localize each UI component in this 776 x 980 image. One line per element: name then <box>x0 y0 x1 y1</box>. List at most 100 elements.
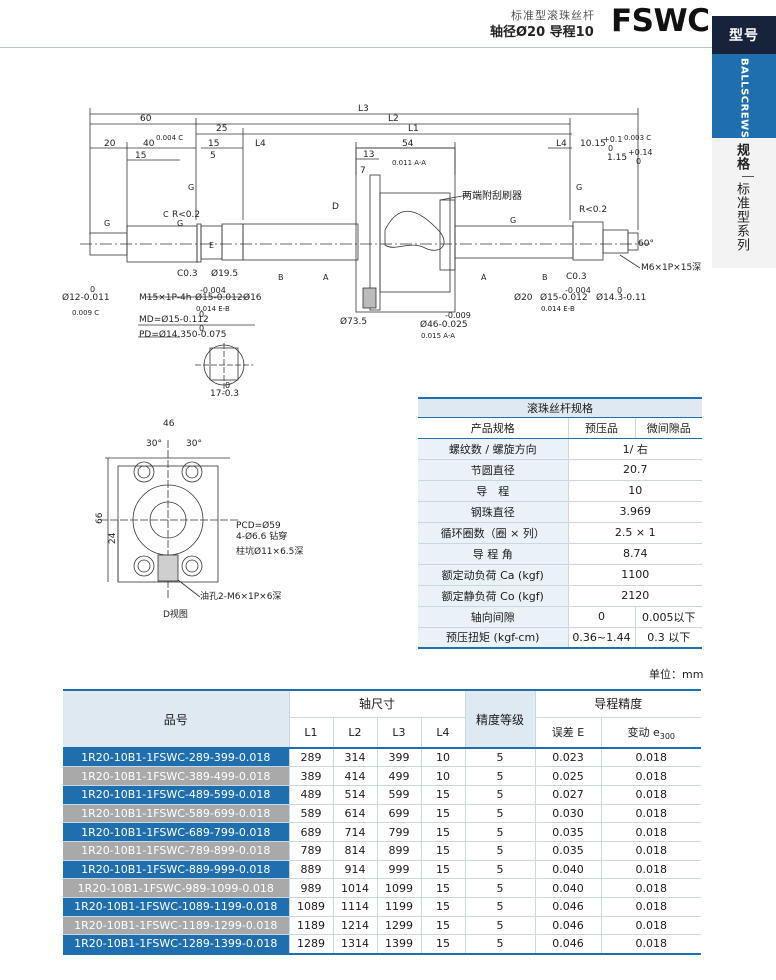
cell-l4: 15 <box>420 916 465 936</box>
cell-e: 0.046 <box>534 916 601 936</box>
spec-header-clearance: 微间隙品 <box>634 417 702 439</box>
cell-e: 0.025 <box>534 766 601 786</box>
cell-g: 5 <box>464 766 535 786</box>
dim-7: 7 <box>360 166 366 176</box>
cell-l3: 999 <box>376 860 421 880</box>
cell-l2: 514 <box>332 785 377 805</box>
cell-l1: 1289 <box>288 934 333 955</box>
dim-13: 13 <box>363 150 374 160</box>
cell-l4: 15 <box>420 841 465 861</box>
dim-pd: PD=Ø14.350-0.075 <box>139 329 227 340</box>
cell-g: 5 <box>464 934 535 955</box>
col-error: 误差 E <box>534 717 601 749</box>
dim-1-15: 1.15 <box>607 153 627 163</box>
spec-value: 20.7 <box>567 459 702 481</box>
spec-value-clearance: 0.005以下 <box>634 606 702 628</box>
col-variation-sub: 300 <box>659 731 676 741</box>
col-variation-label: 变动 e <box>627 725 660 739</box>
dim-L3: L3 <box>358 104 369 114</box>
g-mark-c: G <box>188 183 194 192</box>
sidebar-tab-model[interactable]: 型号 <box>712 16 776 54</box>
g-mark-e: G <box>576 183 582 192</box>
spec-header-preload: 预压品 <box>567 417 635 439</box>
spec-value: 1/ 右 <box>567 438 702 460</box>
fc-left: 0.004 C <box>156 134 183 142</box>
dim-L1: L1 <box>408 124 419 134</box>
dim-15b-tol: -0.004 <box>565 286 591 295</box>
fc-right-journal: 0.014 E-B <box>541 305 575 313</box>
spec-value-preload: 0 <box>567 606 635 628</box>
ballscrew-drawing: L3 60 L2 25 L1 20 40 15 15 5 L4 L4 13 54… <box>62 104 701 620</box>
col-part-number: 品号 <box>63 689 289 749</box>
dim-16: Ø16 <box>243 292 262 303</box>
cell-l2: 414 <box>332 766 377 786</box>
col-L3: L3 <box>376 717 421 749</box>
cell-l3: 1099 <box>376 878 421 898</box>
cell-e: 0.035 <box>534 822 601 842</box>
cell-l1: 489 <box>288 785 333 805</box>
cell-l2: 914 <box>332 860 377 880</box>
cell-g: 5 <box>464 860 535 880</box>
cell-v: 0.018 <box>600 841 701 861</box>
cell-l4: 15 <box>420 804 465 824</box>
cell-l4: 15 <box>420 934 465 955</box>
fc-nut: 0.011 A-A <box>392 159 426 167</box>
cell-l1: 989 <box>288 878 333 898</box>
dim-40: 40 <box>143 139 155 149</box>
flange-angle-a: 30° <box>146 439 162 449</box>
cell-l3: 899 <box>376 841 421 861</box>
flange-holes: 4-Ø6.6 钻穿 <box>236 530 287 542</box>
datum-e: E <box>209 241 214 250</box>
cell-l2: 314 <box>332 748 377 768</box>
cell-l3: 399 <box>376 748 421 768</box>
dim-pd-tol: 0 <box>199 324 204 333</box>
dim-15b: 15 <box>208 139 219 149</box>
flange-angle-b: 30° <box>186 439 202 449</box>
cell-v: 0.018 <box>600 934 701 955</box>
dim-shaft-tol: 0 <box>90 285 95 294</box>
dim-md: MD=Ø15-0.112 <box>139 314 209 325</box>
cell-l4: 15 <box>420 878 465 898</box>
cell-l4: 15 <box>420 897 465 917</box>
col-grade: 精度等级 <box>464 689 535 749</box>
cell-l1: 289 <box>288 748 333 768</box>
spec-label: 螺纹数 / 螺旋方向 <box>418 438 568 460</box>
cell-l3: 599 <box>376 785 421 805</box>
cell-l4: 10 <box>420 748 465 768</box>
flange-width: 46 <box>163 419 175 429</box>
col-L4: L4 <box>420 717 465 749</box>
cell-g: 5 <box>464 916 535 936</box>
datum-b: B <box>278 273 284 282</box>
cell-pn: 1R20-10B1-1FSWC-1089-1199-0.018 <box>63 897 289 917</box>
cell-l3: 1199 <box>376 897 421 917</box>
cell-l1: 1189 <box>288 916 333 936</box>
cell-e: 0.035 <box>534 841 601 861</box>
cell-l4: 10 <box>420 766 465 786</box>
spec-label: 钢珠直径 <box>418 501 568 523</box>
spec-label: 导 程 角 <box>418 543 568 565</box>
sidebar-category: 规格 <box>734 143 749 171</box>
cell-l2: 714 <box>332 822 377 842</box>
col-L2: L2 <box>332 717 377 749</box>
spec-label: 额定动负荷 Ca (kgf) <box>418 564 568 586</box>
dim-46: Ø46-0.025 <box>420 319 468 330</box>
cell-l3: 799 <box>376 822 421 842</box>
dim-L4a: L4 <box>255 139 266 149</box>
cell-g: 5 <box>464 822 535 842</box>
cell-l2: 1214 <box>332 916 377 936</box>
cell-l3: 1399 <box>376 934 421 955</box>
cell-l3: 699 <box>376 804 421 824</box>
dim-25: 25 <box>216 124 227 134</box>
cell-v: 0.018 <box>600 804 701 824</box>
cell-pn: 1R20-10B1-1FSWC-789-899-0.018 <box>63 841 289 861</box>
cell-pn: 1R20-10B1-1FSWC-489-599-0.018 <box>63 785 289 805</box>
dim-73-5: Ø73.5 <box>340 316 367 327</box>
dim-shaft-12: Ø12-0.011 <box>62 292 110 303</box>
sidebar-panel <box>712 138 776 268</box>
spec-value-preload: 0.36~1.44 <box>567 627 635 649</box>
col-group-shaft: 轴尺寸 <box>288 689 465 718</box>
